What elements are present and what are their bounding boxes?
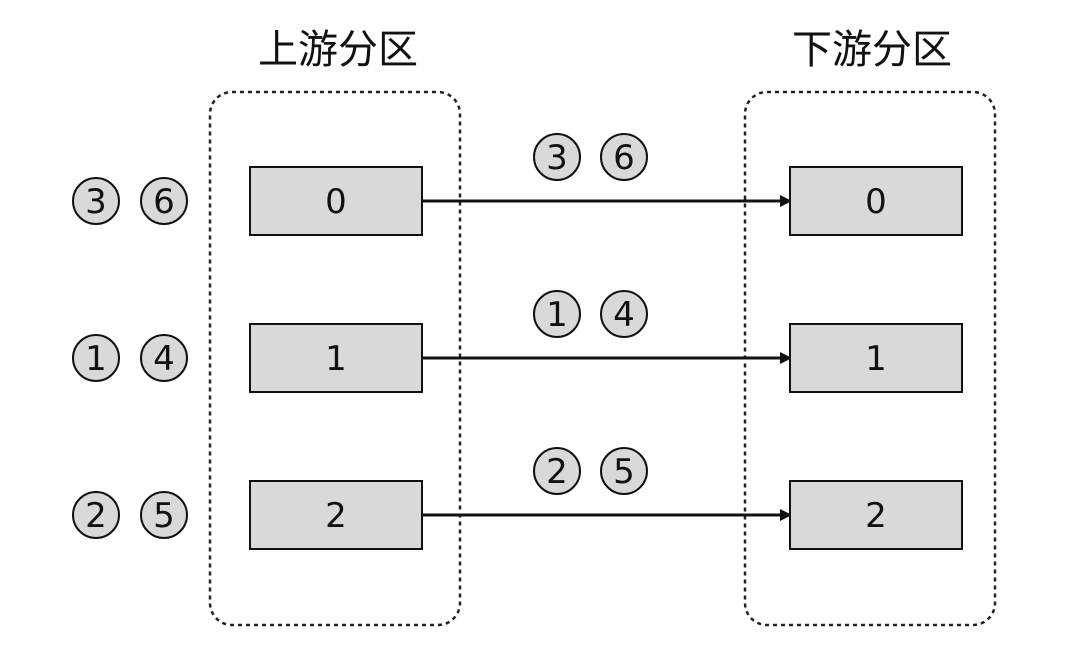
downstream-partition-0: 0 <box>789 166 963 236</box>
partition-box <box>249 166 423 236</box>
partition-box <box>789 166 963 236</box>
record-label: 3 <box>546 138 568 178</box>
upstream-partition-1: 1 <box>249 323 423 393</box>
upstream-record-3: 3 <box>72 177 120 225</box>
record-label: 1 <box>546 295 568 335</box>
record-circle <box>600 290 648 338</box>
record-label: 2 <box>85 496 107 536</box>
record-circle <box>140 491 188 539</box>
transit-record-5: 5 <box>600 447 648 495</box>
upstream-partition-0: 0 <box>249 166 423 236</box>
upstream-record-4: 4 <box>140 334 188 382</box>
record-circle <box>533 290 581 338</box>
upstream-record-6: 6 <box>140 177 188 225</box>
transit-record-1: 1 <box>533 290 581 338</box>
record-label: 5 <box>153 496 175 536</box>
transit-record-2: 2 <box>533 447 581 495</box>
partition-label: 2 <box>325 496 347 536</box>
record-label: 4 <box>153 339 175 379</box>
partition-box <box>789 323 963 393</box>
transit-record-6: 6 <box>600 133 648 181</box>
record-circle <box>72 491 120 539</box>
record-label: 3 <box>85 182 107 222</box>
partition-label: 1 <box>325 339 347 379</box>
record-label: 4 <box>613 295 635 335</box>
downstream-partition-2: 2 <box>789 480 963 550</box>
record-label: 6 <box>613 138 635 178</box>
upstream-record-2: 2 <box>72 491 120 539</box>
downstream-partition-header: 下游分区 <box>792 27 952 73</box>
upstream-record-5: 5 <box>140 491 188 539</box>
transit-record-4: 4 <box>600 290 648 338</box>
partition-label: 2 <box>865 496 887 536</box>
transit-record-3: 3 <box>533 133 581 181</box>
partition-box <box>789 480 963 550</box>
record-circle <box>72 177 120 225</box>
upstream-partition-group <box>208 90 462 627</box>
record-circle <box>140 177 188 225</box>
upstream-partition-2: 2 <box>249 480 423 550</box>
downstream-partition-1: 1 <box>789 323 963 393</box>
partition-label: 0 <box>865 182 887 222</box>
record-label: 6 <box>153 182 175 222</box>
record-label: 1 <box>85 339 107 379</box>
record-circle <box>72 334 120 382</box>
upstream-partition-header: 上游分区 <box>258 27 418 73</box>
partition-label: 0 <box>325 182 347 222</box>
record-circle <box>533 133 581 181</box>
record-label: 5 <box>613 452 635 492</box>
partition-label: 1 <box>865 339 887 379</box>
rows-layer: 3 6 0 3 6 0 1 4 1 1 4 1 2 5 2 2 5 2 <box>72 133 963 550</box>
record-circle <box>600 133 648 181</box>
record-circle <box>600 447 648 495</box>
upstream-record-1: 1 <box>72 334 120 382</box>
partition-box <box>249 323 423 393</box>
record-label: 2 <box>546 452 568 492</box>
record-circle <box>533 447 581 495</box>
record-circle <box>140 334 188 382</box>
